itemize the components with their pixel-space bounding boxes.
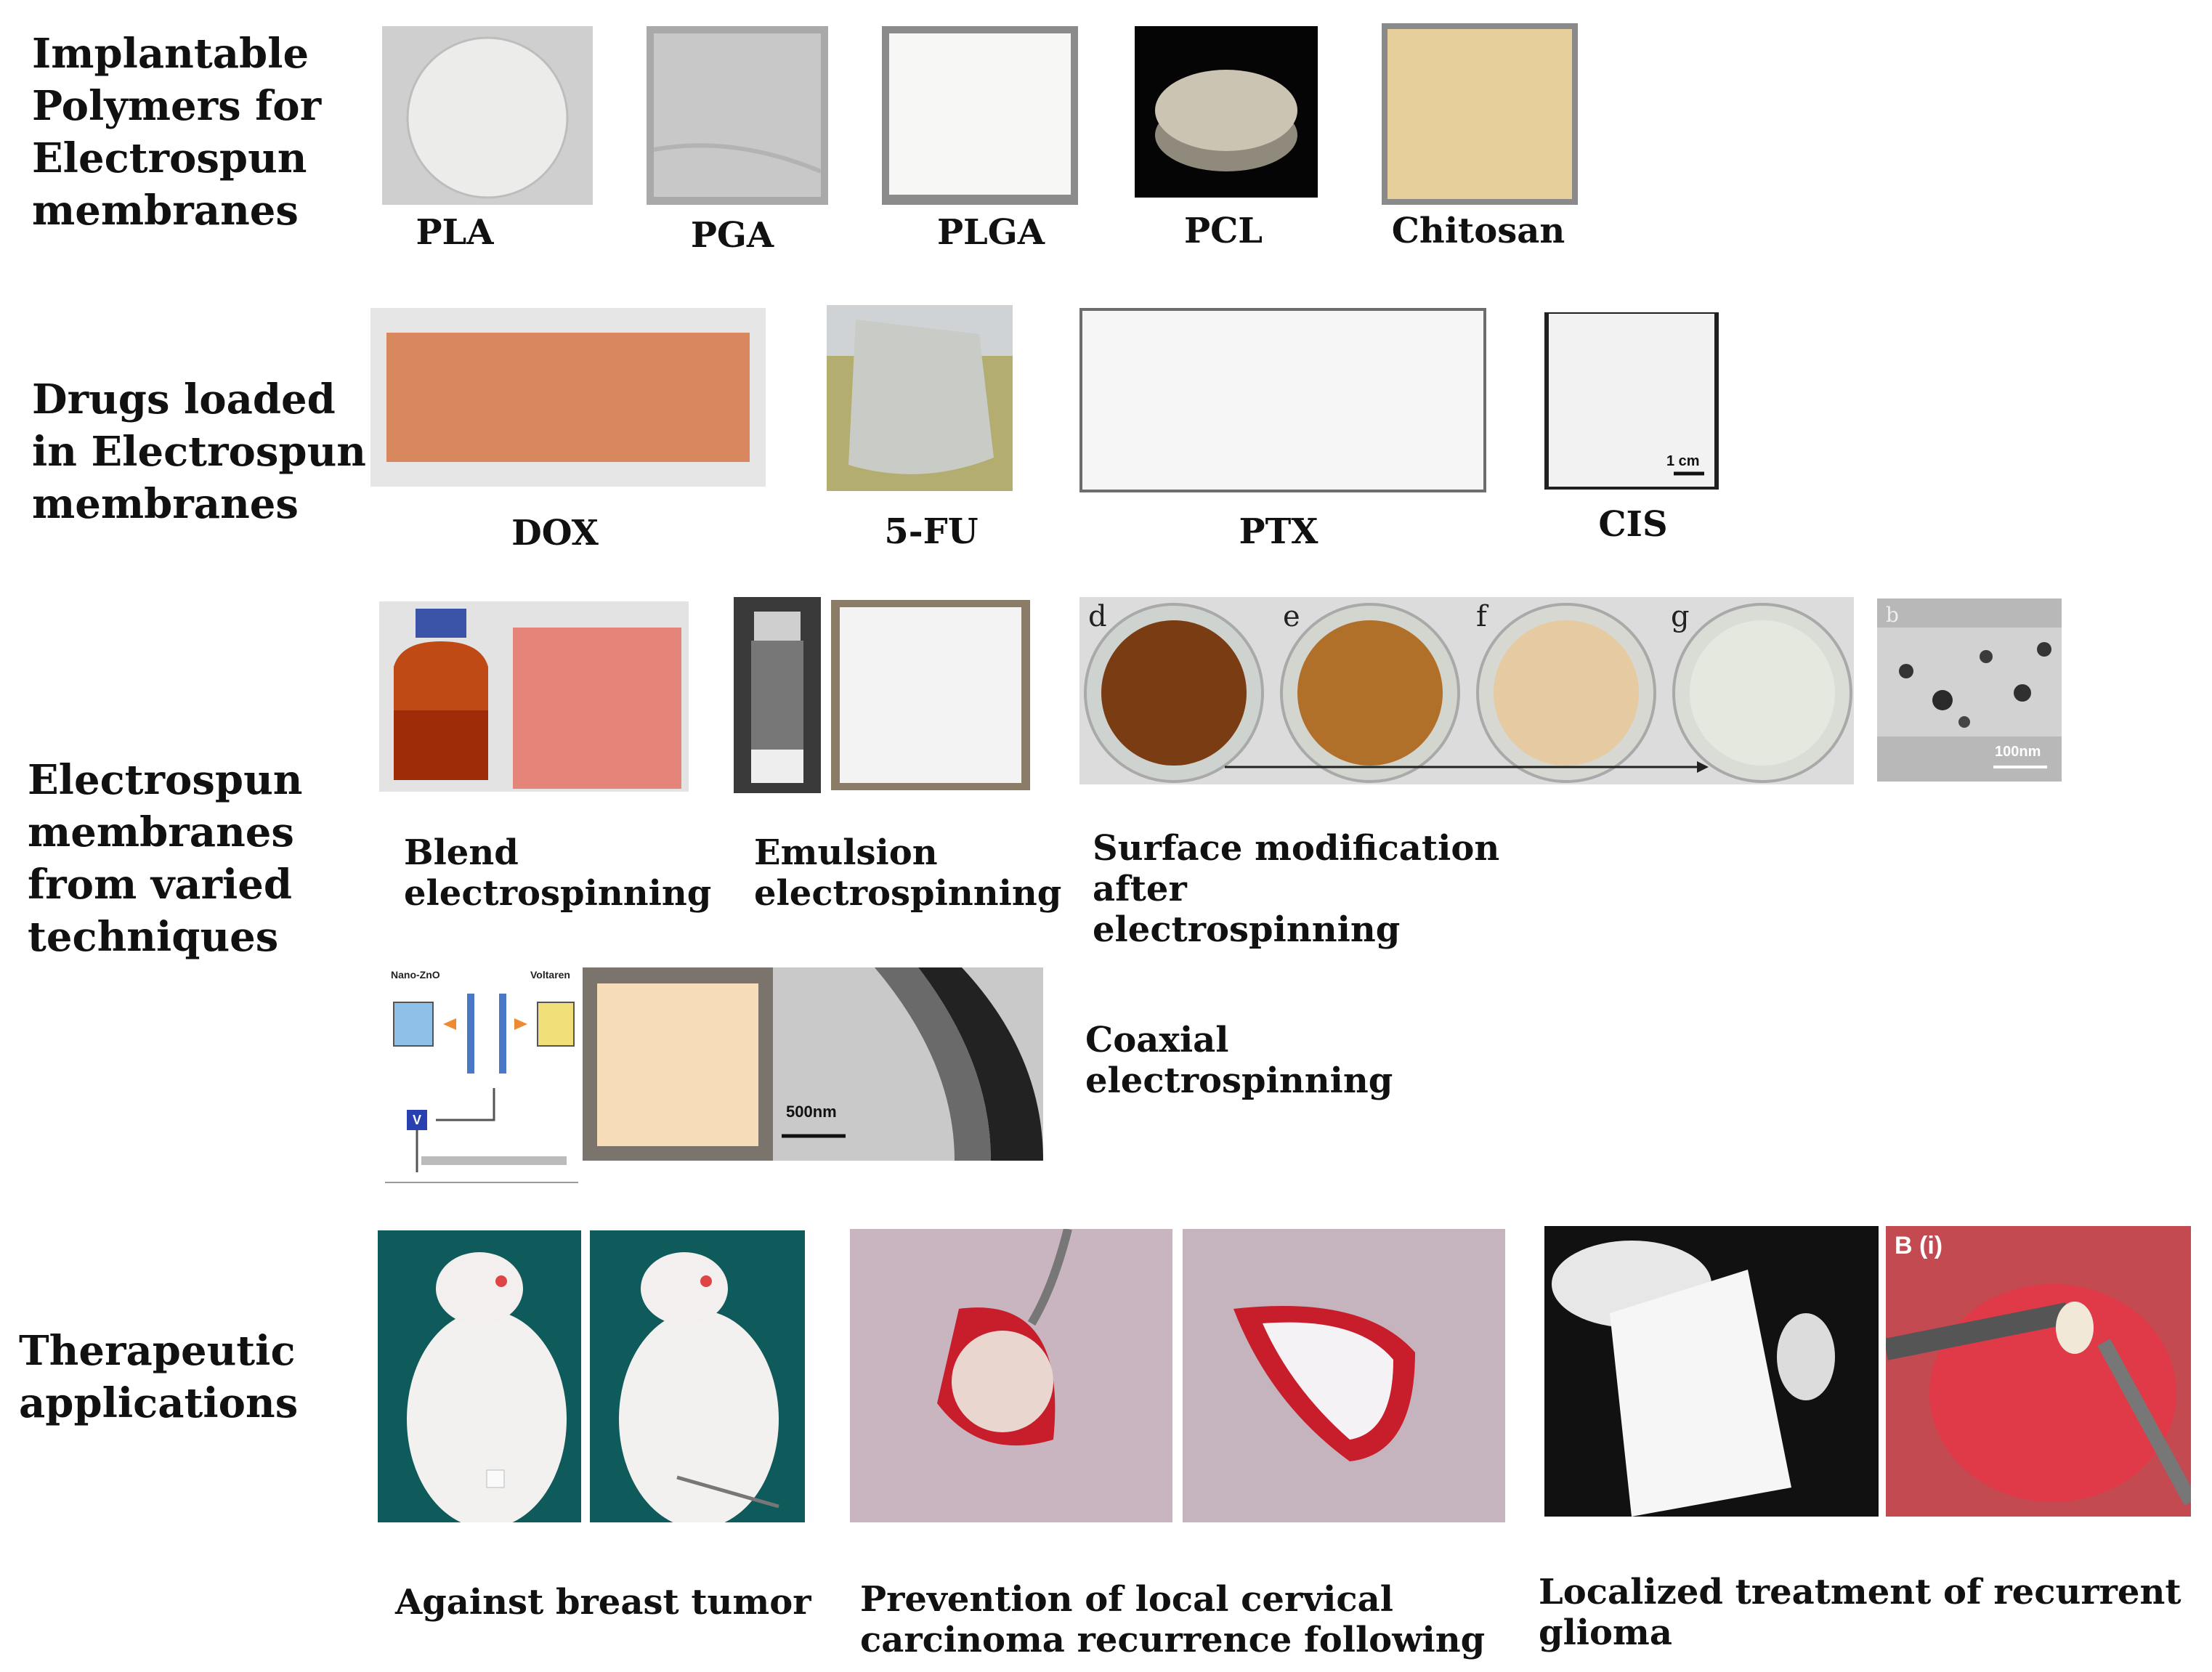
panel-letter-f: f (1476, 600, 1487, 633)
row-label-techniques: Electrospun membranes from varied techni… (28, 756, 303, 961)
legend-voltaren: Voltaren (530, 969, 570, 981)
pcl-scaffold-photo (1135, 26, 1318, 198)
caption-emulsion: Emulsion electrospinning (754, 832, 1062, 914)
ptx-membrane-photo (1079, 308, 1486, 492)
coaxial-setup-diagram: Nano-ZnO Voltaren V (385, 965, 578, 1187)
panel-letter-d: d (1088, 600, 1107, 633)
voltage-source-label: V (413, 1113, 422, 1127)
caption-glioma: Localized treatment of recurrent glioma (1539, 1572, 2181, 1653)
caption-cervical: Prevention of local cervical carcinoma r… (860, 1579, 1486, 1672)
pga-membrane-photo (647, 26, 828, 205)
caption-chitosan: Chitosan (1391, 211, 1565, 251)
tem-panel-letter: b (1886, 603, 1899, 627)
legend-nano-zno: Nano-ZnO (391, 969, 440, 981)
cis-scale-bar-label: 1 cm (1666, 453, 1700, 469)
pla-membrane-photo (382, 26, 593, 205)
row-label-polymers: Implantable Polymers for Electrospun mem… (32, 30, 322, 235)
coaxial-tem-scale-label: 500nm (786, 1103, 837, 1121)
glioma-panel-label: B (i) (1895, 1232, 1943, 1259)
caption-pla: PLA (416, 212, 494, 253)
coaxial-membrane-photo (583, 967, 773, 1161)
tem-scale-label: 100nm (1995, 744, 2041, 760)
5fu-membrane-photo (827, 305, 1013, 491)
mouse-photo-1 (378, 1230, 581, 1522)
coaxial-tem-image: 500nm (773, 967, 1043, 1161)
glioma-surgery-photo: B (i) (1886, 1226, 2191, 1517)
cervical-surgery-photo-2 (1183, 1229, 1505, 1522)
caption-plga: PLGA (936, 212, 1045, 253)
glioma-membrane-hand-photo (1544, 1226, 1879, 1517)
cis-membrane-photo: 1 cm (1544, 312, 1719, 490)
tem-fiber-image: b 100nm (1877, 598, 2062, 782)
surface-modification-photo-strip: d e f g (1079, 597, 1854, 784)
caption-ptx: PTX (1239, 511, 1318, 552)
panel-letter-g: g (1671, 600, 1690, 633)
caption-breast-tumor: Against breast tumor (395, 1582, 811, 1623)
dox-membrane-photo (370, 308, 766, 487)
panel-letter-e: e (1283, 600, 1300, 633)
row-label-therapeutic: Therapeutic applications (19, 1327, 299, 1427)
caption-blend: Blend electrospinning (404, 832, 712, 914)
blend-photo (379, 601, 689, 792)
mouse-photo-2 (590, 1230, 805, 1522)
caption-5fu: 5-FU (884, 511, 979, 552)
plga-membrane-photo (882, 26, 1078, 205)
cervical-surgery-photo-1 (850, 1229, 1172, 1522)
caption-cis: CIS (1598, 504, 1668, 545)
caption-coaxial: Coaxial electrospinning (1085, 1020, 1393, 1101)
caption-surface-modification: Surface modification after electrospinni… (1093, 828, 1500, 950)
caption-pga: PGA (690, 215, 774, 256)
row-label-drugs: Drugs loaded in Electrospun membranes (32, 376, 367, 528)
chitosan-membrane-photo (1382, 23, 1578, 205)
caption-pcl: PCL (1183, 211, 1263, 251)
caption-dox: DOX (511, 513, 599, 553)
emulsion-photo (734, 597, 1030, 793)
